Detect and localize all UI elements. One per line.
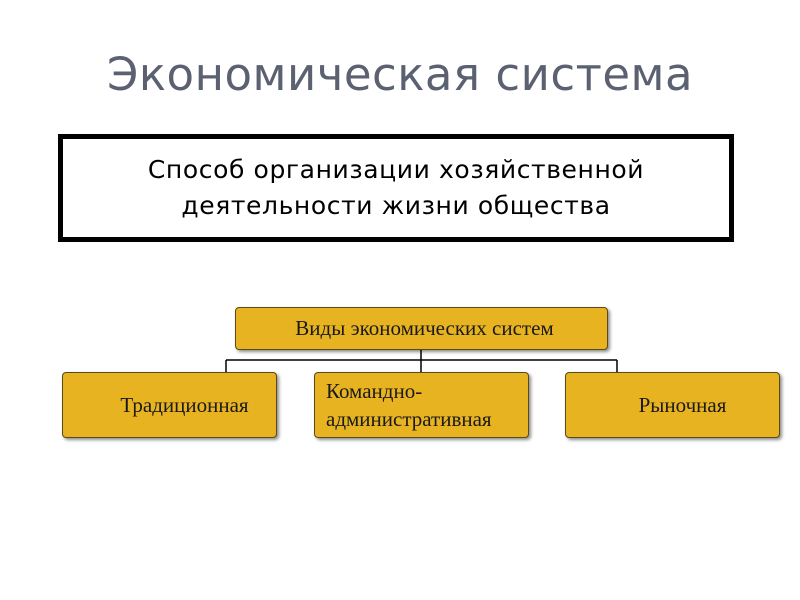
slide-title: Экономическая система [106, 48, 694, 101]
definition-text: Способ организации хозяйственной деятель… [148, 152, 644, 224]
definition-line-1: Способ организации хозяйственной [147, 155, 645, 184]
diagram-node-label: Рыночная [638, 392, 727, 417]
diagram-node-market: Рыночная [565, 372, 780, 438]
diagram-node-traditional: Традиционная [62, 372, 277, 438]
diagram-node-label: Традиционная [120, 392, 249, 417]
diagram-root-label: Виды экономических систем [295, 316, 554, 340]
definition-box: Способ организации хозяйственной деятель… [58, 134, 734, 242]
diagram-node-label: Командно- административная [326, 379, 492, 431]
diagram-node-command-administrative: Командно- административная [314, 372, 529, 438]
definition-line-2: деятельности жизни общества [181, 191, 611, 220]
diagram-root-node: Виды экономических систем [235, 307, 608, 350]
